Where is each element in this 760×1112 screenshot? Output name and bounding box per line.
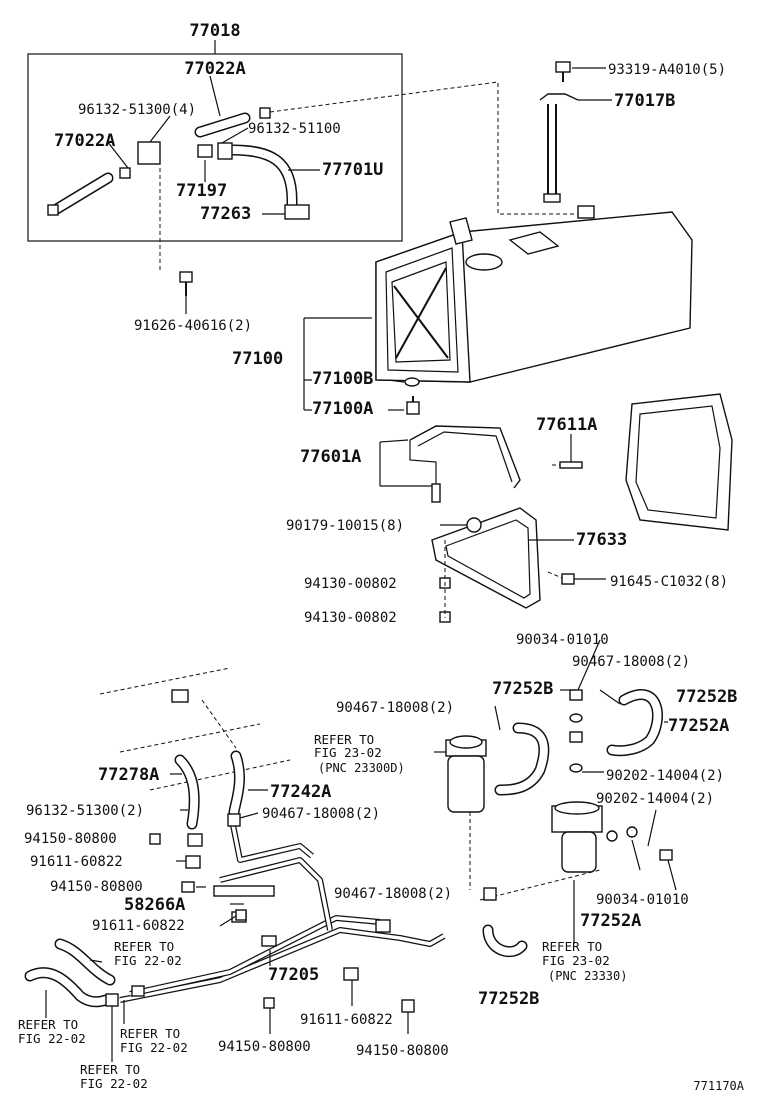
label-77252B-right: 77252B (676, 687, 737, 707)
label-77601A: 77601A (300, 447, 361, 467)
bracket-77633 (431, 507, 574, 609)
label-90179-10015: 90179-10015(8) (286, 518, 404, 534)
ref-22-02-a-line2: FIG 22-02 (114, 953, 182, 968)
label-90202-14004-a: 90202-14004(2) (606, 768, 724, 784)
fuel-tank-77100 (375, 205, 693, 383)
lower-left-hoses (24, 938, 145, 1008)
ref-22-02-c-line2: FIG 22-02 (120, 1040, 188, 1055)
ref-22-02-a-line1: REFER TO (114, 939, 174, 954)
ref-23-02-right-line2: FIG 23-02 (542, 953, 610, 968)
bolt-91645 (547, 571, 606, 585)
washer-90179 (466, 517, 482, 533)
strap-bolt-77611A (552, 434, 583, 469)
label-96132-51300-2: 96132-51300(2) (26, 803, 144, 819)
label-90467-18008-a: 90467-18008(2) (572, 654, 690, 670)
label-90034-01010-b: 90034-01010 (596, 892, 689, 908)
ref-22-02-b-line1: REFER TO (18, 1017, 78, 1032)
label-77252B-top: 77252B (492, 679, 553, 699)
ref-22-02-b-line2: FIG 22-02 (18, 1031, 86, 1046)
strap-frame-right (625, 393, 733, 531)
label-90467-18008-b: 90467-18008(2) (336, 700, 454, 716)
label-58266A: 58266A (124, 895, 185, 915)
fuel-pipe-assembly-77205 (119, 819, 446, 1003)
drain-plug-77100A (406, 396, 420, 415)
figure-code: 771170A (693, 1079, 744, 1093)
ref-23-02-left-line1: REFER TO (314, 732, 374, 747)
label-91645-C1032: 91645-C1032(8) (610, 574, 728, 590)
label-93319-A4010: 93319-A4010(5) (608, 62, 726, 78)
label-96132-51100: 96132-51100 (248, 121, 341, 137)
label-77278A: 77278A (98, 765, 159, 785)
inset-assembly-77018 (27, 40, 580, 272)
label-94130-00802-a: 94130-00802 (304, 576, 397, 592)
label-77611A: 77611A (536, 415, 597, 435)
label-77252A-right: 77252A (668, 716, 729, 736)
ref-22-02-d-line2: FIG 22-02 (80, 1076, 148, 1091)
drain-gasket-77100B (404, 377, 420, 387)
bolt-91626 (179, 271, 193, 314)
label-94150-80800-d: 94150-80800 (356, 1043, 449, 1059)
label-77100: 77100 (232, 349, 283, 369)
label-77100A: 77100A (312, 399, 373, 419)
label-94150-80800-c: 94150-80800 (218, 1039, 311, 1055)
label-90467-18008-c: 90467-18008(2) (262, 806, 380, 822)
label-94150-80800-a: 94150-80800 (24, 831, 117, 847)
upper-hoses (171, 689, 245, 847)
label-91626-40616: 91626-40616(2) (134, 318, 252, 334)
label-77633: 77633 (576, 530, 627, 550)
label-77197: 77197 (176, 181, 227, 201)
label-94130-00802-b: 94130-00802 (304, 610, 397, 626)
label-94150-80800-b: 94150-80800 (50, 879, 143, 895)
label-77252B-bottom: 77252B (478, 989, 539, 1009)
ref-23-02-right-line1: REFER TO (542, 939, 602, 954)
tank-strap-77601A (379, 425, 521, 503)
label-90034-01010-a: 90034-01010 (516, 632, 609, 648)
label-77205: 77205 (268, 965, 319, 985)
fuel-filter-right (551, 801, 603, 873)
label-77018: 77018 (189, 21, 240, 41)
label-90202-14004-b: 90202-14004(2) (596, 791, 714, 807)
ref-23-02-left-line3: (PNC 23300D) (318, 761, 405, 775)
fuel-filter-left (434, 735, 487, 813)
fuel-sender-77017B (539, 93, 612, 203)
ref-22-02-d-line1: REFER TO (80, 1062, 140, 1077)
ref-22-02-c-line1: REFER TO (120, 1026, 180, 1041)
label-91611-60822-c: 91611-60822 (300, 1012, 393, 1028)
label-77252A-bottom: 77252A (580, 911, 641, 931)
label-91611-60822-b: 91611-60822 (92, 918, 185, 934)
label-77100B: 77100B (312, 369, 373, 389)
label-77017B: 77017B (614, 91, 675, 111)
ref-23-02-right-line3: (PNC 23330) (548, 969, 627, 983)
bolt-93319 (555, 61, 606, 82)
label-77022A-left: 77022A (54, 131, 115, 151)
ref-23-02-left-line2: FIG 23-02 (314, 745, 382, 760)
label-90467-18008-d: 90467-18008(2) (334, 886, 452, 902)
label-96132-51300-4: 96132-51300(4) (78, 102, 196, 118)
label-77242A: 77242A (270, 782, 331, 802)
label-77263: 77263 (200, 204, 251, 224)
label-77701U: 77701U (322, 160, 383, 180)
label-91611-60822-a: 91611-60822 (30, 854, 123, 870)
label-77022A-top: 77022A (184, 59, 245, 79)
